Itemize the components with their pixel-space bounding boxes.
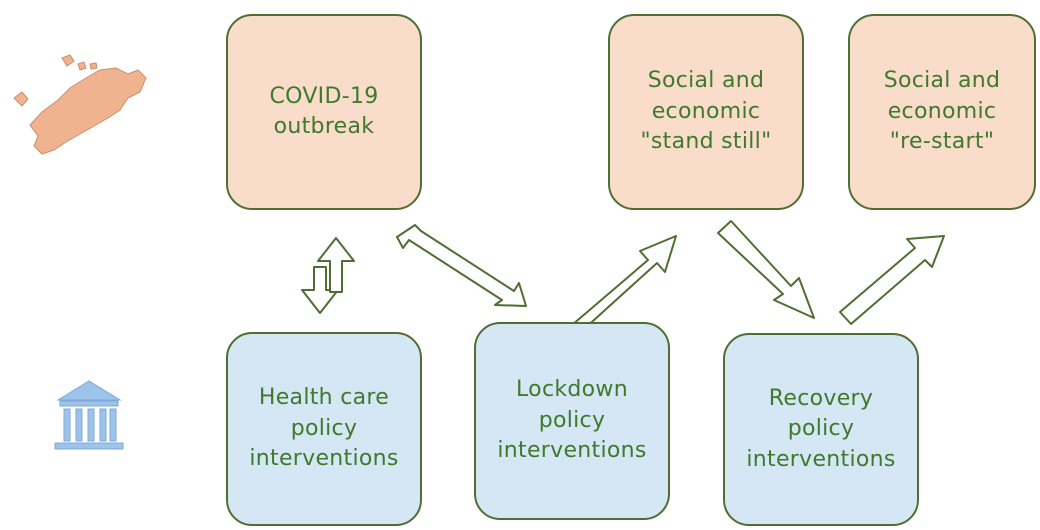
node-stand-still-label: Social and economic "stand still"	[640, 68, 772, 155]
node-health-care-label: Health care policy interventions	[249, 385, 399, 472]
node-health-care: Health care policy interventions	[226, 332, 422, 526]
arrow-health-care-to-outbreak	[317, 237, 355, 293]
node-recovery-label: Recovery policy interventions	[746, 385, 896, 472]
node-recovery: Recovery policy interventions	[723, 333, 919, 526]
node-lockdown-label: Lockdown policy interventions	[497, 377, 647, 464]
node-re-start: Social and economic "re-start"	[848, 14, 1036, 210]
arrow-recovery-to-re-start	[839, 235, 945, 325]
arrow-outbreak-to-health-care	[301, 266, 339, 314]
government-building-icon	[54, 380, 124, 450]
node-re-start-label: Social and economic "re-start"	[883, 68, 1001, 155]
arrow-stand-still-to-recovery	[717, 220, 815, 319]
arrow-lockdown-to-stand-still	[571, 235, 677, 331]
europe-map-icon	[13, 54, 147, 155]
node-stand-still: Social and economic "stand still"	[608, 14, 804, 210]
node-covid-outbreak: COVID-19 outbreak	[226, 14, 422, 210]
node-covid-outbreak-label: COVID-19 outbreak	[269, 83, 379, 139]
node-lockdown: Lockdown policy interventions	[474, 322, 670, 520]
arrow-outbreak-lockdown	[396, 224, 527, 307]
